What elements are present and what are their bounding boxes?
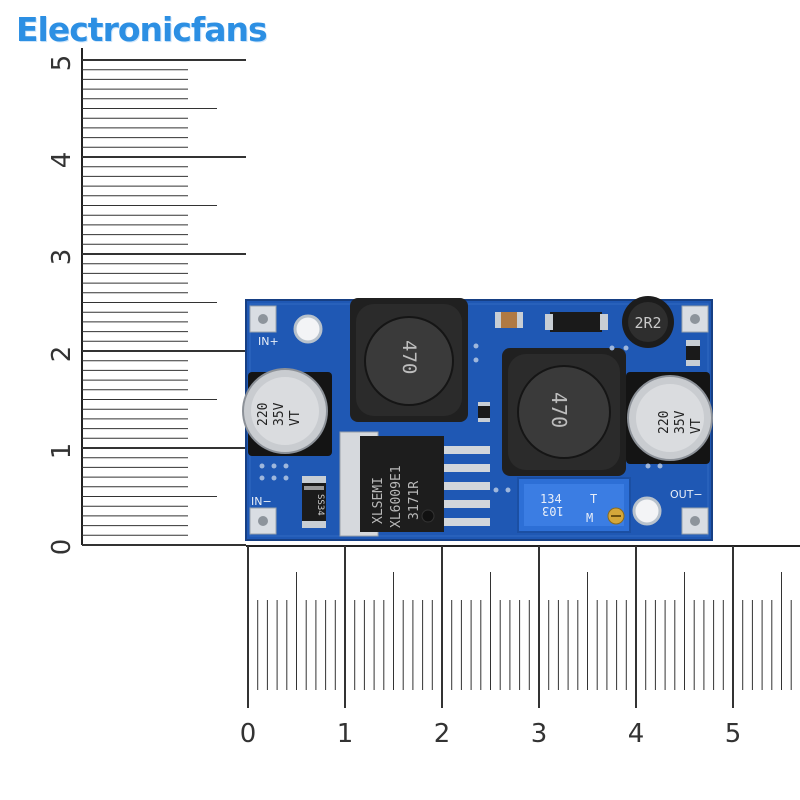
capacitor-left-text-1: 220 bbox=[256, 403, 271, 426]
capacitor-right-text-2: 35V bbox=[673, 410, 688, 434]
horizontal-ruler: 0 1 2 3 4 5 bbox=[240, 545, 800, 749]
ic-text-2: XL6009E1 bbox=[389, 465, 404, 528]
potentiometer-letter-m: M bbox=[586, 511, 593, 525]
vertical-ruler-label-5: 5 bbox=[47, 55, 77, 72]
label-out-minus: OUT− bbox=[670, 488, 703, 501]
vias bbox=[259, 343, 663, 493]
ic-text-3: 3171R bbox=[407, 481, 422, 520]
pad-out-minus bbox=[681, 507, 709, 535]
ic-text-1: XLSEMI bbox=[371, 477, 386, 524]
potentiometer-text-1: 134 bbox=[540, 492, 562, 506]
horizontal-ruler-labels: 0 1 2 3 4 5 bbox=[240, 719, 742, 749]
horizontal-ruler-label-2: 2 bbox=[434, 719, 451, 749]
pad-in-minus bbox=[249, 507, 277, 535]
potentiometer[interactable]: 134 103 T M bbox=[517, 477, 631, 533]
small-inductor: 2R2 bbox=[622, 296, 674, 348]
vertical-ruler-label-1: 1 bbox=[47, 443, 77, 460]
label-in-plus: IN+ bbox=[258, 335, 279, 348]
vertical-ruler-label-0: 0 bbox=[47, 539, 77, 556]
diode: SS34 bbox=[302, 476, 326, 528]
mounting-hole-right bbox=[632, 496, 662, 526]
vertical-ruler-labels: 0 1 2 3 4 5 bbox=[47, 55, 77, 556]
small-inductor-marking: 2R2 bbox=[634, 314, 661, 332]
label-in-minus: IN− bbox=[251, 495, 272, 508]
capacitor-left: 220 35V VT bbox=[242, 368, 332, 456]
horizontal-ruler-label-3: 3 bbox=[531, 719, 548, 749]
capacitor-right: 220 35V VT bbox=[626, 372, 713, 464]
capacitor-left-text-3: VT bbox=[288, 410, 303, 426]
ic-chip: XLSEMI XL6009E1 3171R bbox=[339, 431, 490, 537]
horizontal-ruler-label-1: 1 bbox=[337, 719, 354, 749]
smd-components bbox=[478, 312, 700, 422]
horizontal-ruler-label-4: 4 bbox=[628, 719, 645, 749]
pcb-board: IN+ IN− OUT− 220 35V VT 220 35V VT 470 bbox=[242, 296, 713, 541]
horizontal-ruler-label-5: 5 bbox=[725, 719, 742, 749]
horizontal-ruler-label-0: 0 bbox=[240, 719, 257, 749]
mounting-hole-left bbox=[293, 314, 323, 344]
horizontal-ruler-ticks bbox=[247, 546, 792, 708]
potentiometer-letter-t: T bbox=[590, 492, 597, 506]
ic-pins bbox=[444, 446, 490, 526]
vertical-ruler-ticks bbox=[82, 59, 246, 546]
corner-pads bbox=[249, 305, 709, 535]
vertical-ruler-label-4: 4 bbox=[47, 152, 77, 169]
capacitor-right-text-1: 220 bbox=[657, 411, 672, 434]
vertical-ruler: 0 1 2 3 4 5 bbox=[47, 48, 246, 555]
brand-logo: Electronicfans bbox=[16, 10, 268, 49]
diode-marking: SS34 bbox=[315, 494, 325, 516]
inductor-right: 470 bbox=[502, 348, 626, 476]
inductor-right-marking: 470 bbox=[547, 392, 571, 428]
vertical-ruler-label-3: 3 bbox=[47, 249, 77, 266]
potentiometer-text-2: 103 bbox=[542, 504, 564, 518]
inductor-left-marking: 470 bbox=[398, 340, 420, 374]
vertical-ruler-label-2: 2 bbox=[47, 346, 77, 363]
capacitor-right-text-3: VT bbox=[689, 418, 704, 434]
inductor-left: 470 bbox=[350, 298, 468, 422]
capacitor-left-text-2: 35V bbox=[272, 402, 287, 426]
